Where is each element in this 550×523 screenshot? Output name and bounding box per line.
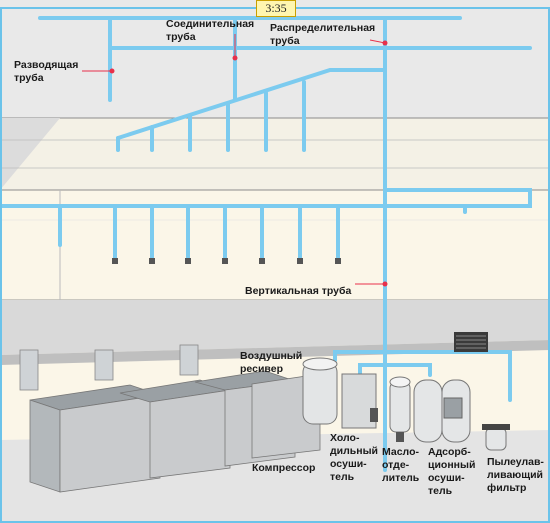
pipe-network	[0, 16, 532, 472]
distribution-pipe-label: Разводящая труба	[14, 59, 79, 84]
dust-filter-label: Пылеулав- ливающий фильтр	[487, 456, 544, 494]
leader-markers	[109, 40, 388, 287]
ceiling-beam	[0, 118, 550, 190]
manifold-pipe-label: Распределительная труба	[270, 22, 376, 47]
refrigeration-dryer	[341, 373, 378, 429]
dust-filter	[482, 424, 510, 451]
air-receiver-label: Воздушный ресивер	[240, 350, 303, 375]
upper-floor-slab	[0, 300, 550, 355]
oil-separator	[389, 376, 411, 442]
oil-separator-label: Масло- отде- литель	[382, 446, 420, 484]
compressor-label: Компрессор	[252, 462, 316, 474]
leader-lines	[82, 34, 386, 285]
air-ducts	[19, 344, 199, 391]
connecting-pipe-label: Соединительная труба	[166, 18, 255, 43]
wall-vent	[454, 332, 488, 352]
vertical-pipe-label: Вертикальная труба	[245, 285, 352, 297]
refrigeration-dryer-label: Холо- дильный осуши- тель	[330, 432, 379, 483]
adsorption-dryer-label: Адсорб- ционный осуши- тель	[428, 446, 476, 497]
air-receiver	[302, 357, 338, 425]
ceiling	[0, 0, 550, 118]
page-badge: 3:35	[256, 0, 296, 17]
adsorption-dryer	[413, 379, 471, 443]
pipe-drops	[112, 258, 341, 264]
